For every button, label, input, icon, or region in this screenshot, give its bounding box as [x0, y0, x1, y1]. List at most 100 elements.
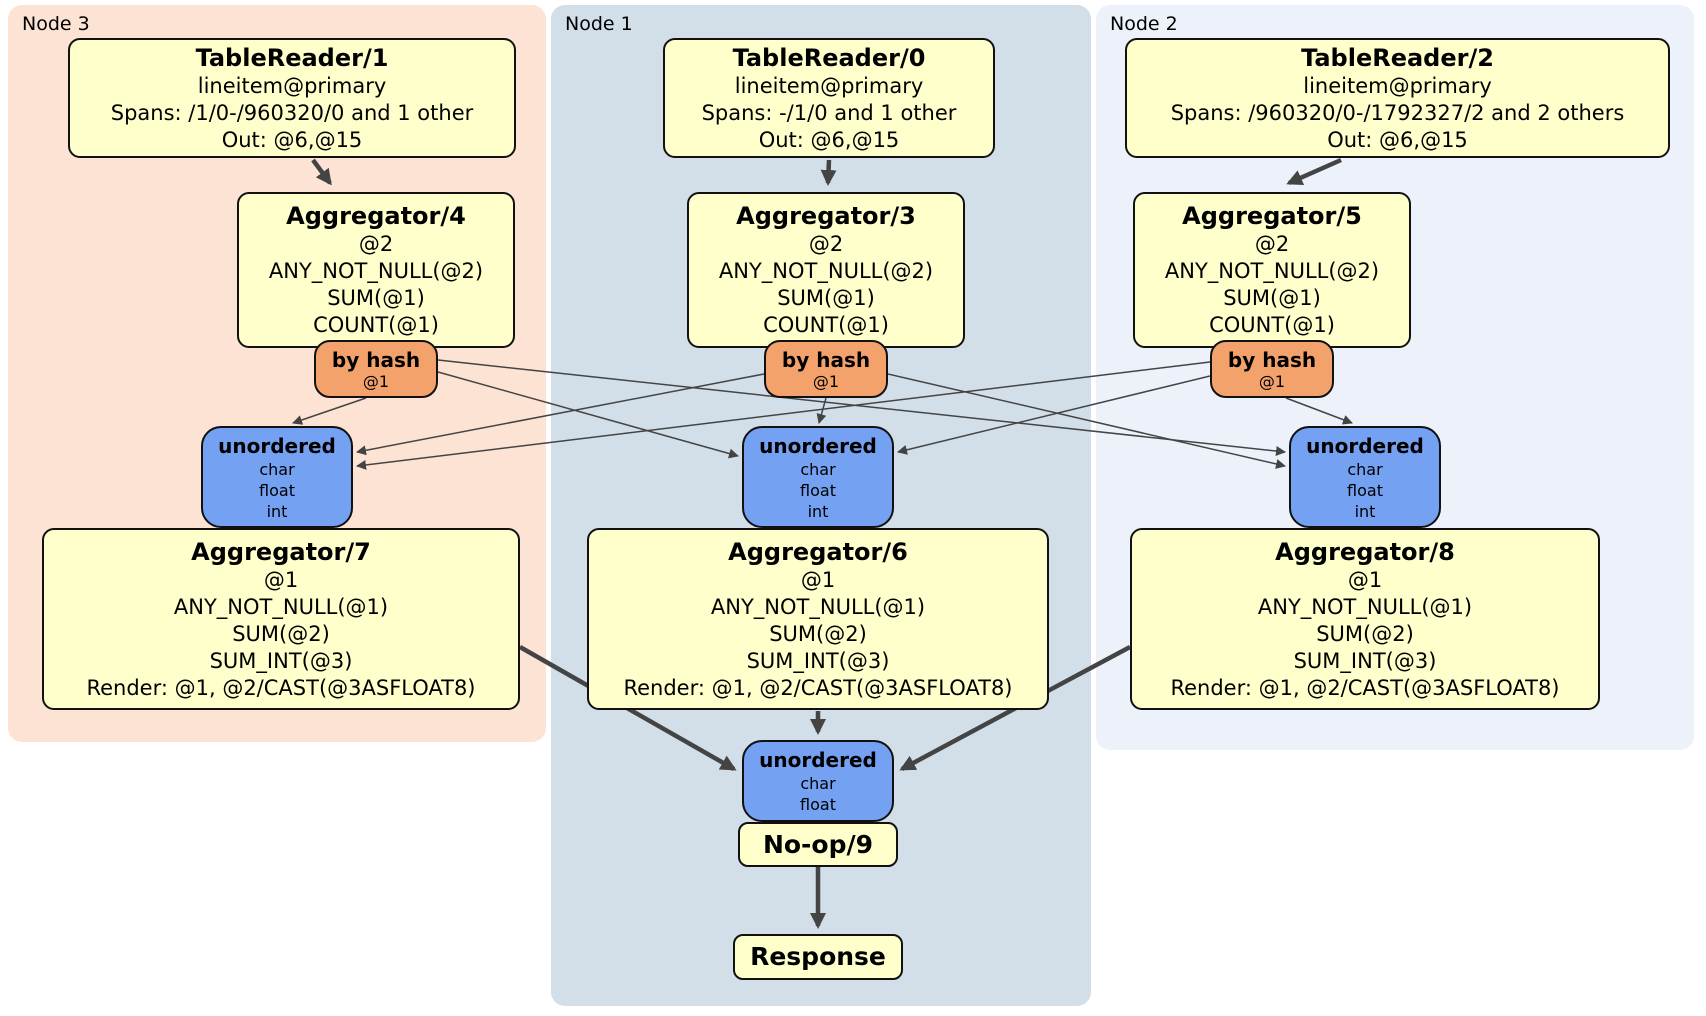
- aggregator-4-groupcol: @2: [358, 232, 394, 256]
- sync-title: unordered: [218, 433, 336, 458]
- tablereader-0-title: TableReader/0: [732, 43, 926, 72]
- aggregator-5-fn2: SUM(@1): [1223, 286, 1321, 310]
- edge-routerC-syncR: [887, 373, 1286, 469]
- tablereader-2-box: TableReader/2 lineitem@primary Spans: /9…: [1125, 38, 1670, 158]
- edge-routerL-syncC: [437, 371, 739, 459]
- aggregator-3-groupcol: @2: [808, 232, 844, 256]
- tablereader-2-out: Out: @6,@15: [1327, 127, 1468, 152]
- edge-routerR-syncR: [1285, 397, 1353, 425]
- aggregator-8-render: Render: @1, @2/CAST(@3ASFLOAT8): [1170, 675, 1560, 700]
- node1-hash-router: by hash @1: [764, 340, 888, 398]
- aggregator-7-fn2: SUM(@2): [232, 621, 330, 646]
- aggregator-5-groupcol: @2: [1254, 232, 1290, 256]
- edge-tr0-agg3: [820, 159, 837, 186]
- tablereader-1-title: TableReader/1: [195, 43, 389, 72]
- aggregator-4-fn2: SUM(@1): [327, 286, 425, 310]
- sync-column: int: [1354, 501, 1376, 521]
- aggregator-5-fn1: ANY_NOT_NULL(@2): [1164, 259, 1380, 283]
- aggregator-4-title: Aggregator/4: [286, 202, 466, 230]
- tablereader-1-box: TableReader/1 lineitem@primary Spans: /1…: [68, 38, 516, 158]
- edge-tr2-agg5: [1286, 157, 1342, 186]
- sync-title: unordered: [759, 433, 877, 458]
- aggregator-6-box: Aggregator/6 @1 ANY_NOT_NULL(@1) SUM(@2)…: [587, 528, 1049, 710]
- aggregator-8-fn1: ANY_NOT_NULL(@1): [1257, 594, 1473, 619]
- noop-title: No-op/9: [762, 829, 874, 859]
- response-title: Response: [750, 942, 886, 971]
- hash-router-key: @1: [1258, 371, 1286, 391]
- sync-column: char: [1347, 459, 1383, 479]
- sync-column: int: [266, 501, 288, 521]
- node2-hash-router: by hash @1: [1210, 340, 1334, 398]
- tablereader-0-index: lineitem@primary: [734, 73, 924, 98]
- aggregator-7-groupcol: @1: [263, 567, 299, 592]
- aggregator-7-title: Aggregator/7: [191, 537, 371, 566]
- aggregator-7-box: Aggregator/7 @1 ANY_NOT_NULL(@1) SUM(@2)…: [42, 528, 520, 710]
- sync-column: int: [807, 501, 829, 521]
- edge-routerC-syncC: [816, 397, 827, 424]
- tablereader-2-spans: Spans: /960320/0-/1792327/2 and 2 others: [1170, 100, 1625, 125]
- aggregator-5-fn3: COUNT(@1): [1209, 313, 1335, 337]
- aggregator-8-fn3: SUM_INT(@3): [1293, 648, 1437, 673]
- hash-router-key: @1: [812, 371, 840, 391]
- aggregator-4-box: Aggregator/4 @2 ANY_NOT_NULL(@2) SUM(@1)…: [237, 192, 515, 348]
- aggregator-3-box: Aggregator/3 @2 ANY_NOT_NULL(@2) SUM(@1)…: [687, 192, 965, 348]
- node1-unordered-sync: unordered char float int: [742, 426, 894, 528]
- edge-routerL-syncR: [437, 359, 1286, 456]
- node2-label: Node 2: [1110, 13, 1178, 35]
- edge-routerR-syncL: [356, 361, 1211, 470]
- aggregator-7-fn3: SUM_INT(@3): [209, 648, 353, 673]
- response-box: Response: [733, 934, 903, 980]
- edge-routerC-syncL: [356, 373, 765, 456]
- edge-routerR-syncC: [897, 375, 1211, 455]
- sync-column: char: [800, 774, 836, 793]
- aggregator-3-fn1: ANY_NOT_NULL(@2): [718, 259, 934, 283]
- aggregator-6-fn3: SUM_INT(@3): [746, 648, 890, 673]
- sync-title: unordered: [1306, 433, 1424, 458]
- aggregator-7-fn1: ANY_NOT_NULL(@1): [173, 594, 389, 619]
- sync-column: char: [800, 459, 836, 479]
- tablereader-1-spans: Spans: /1/0-/960320/0 and 1 other: [110, 100, 474, 125]
- aggregator-6-render: Render: @1, @2/CAST(@3ASFLOAT8): [623, 675, 1013, 700]
- tablereader-0-out: Out: @6,@15: [758, 127, 900, 152]
- aggregator-6-fn1: ANY_NOT_NULL(@1): [710, 594, 926, 619]
- sync-column: char: [259, 459, 295, 479]
- sync-column: float: [800, 480, 836, 500]
- tablereader-0-spans: Spans: -/1/0 and 1 other: [701, 100, 957, 125]
- node3-hash-router: by hash @1: [314, 340, 438, 398]
- aggregator-7-render: Render: @1, @2/CAST(@3ASFLOAT8): [86, 675, 476, 700]
- node1-label: Node 1: [565, 13, 633, 35]
- aggregator-5-title: Aggregator/5: [1182, 202, 1362, 230]
- aggregator-4-fn3: COUNT(@1): [313, 313, 439, 337]
- edge-tr1-agg4: [311, 158, 332, 186]
- aggregator-8-fn2: SUM(@2): [1316, 621, 1414, 646]
- aggregator-5-box: Aggregator/5 @2 ANY_NOT_NULL(@2) SUM(@1)…: [1133, 192, 1411, 348]
- aggregator-3-title: Aggregator/3: [736, 202, 916, 230]
- aggregator-6-groupcol: @1: [800, 567, 836, 592]
- aggregator-3-fn2: SUM(@1): [777, 286, 875, 310]
- aggregator-6-fn2: SUM(@2): [769, 621, 867, 646]
- aggregator-8-groupcol: @1: [1347, 567, 1383, 592]
- node3-label: Node 3: [22, 13, 90, 35]
- aggregator-4-fn1: ANY_NOT_NULL(@2): [268, 259, 484, 283]
- hash-router-key: @1: [362, 371, 390, 391]
- sync-column: float: [259, 480, 295, 500]
- final-unordered-sync: unordered char float: [742, 740, 894, 822]
- noop-box: No-op/9: [738, 822, 898, 867]
- aggregator-8-box: Aggregator/8 @1 ANY_NOT_NULL(@1) SUM(@2)…: [1130, 528, 1600, 710]
- tablereader-0-box: TableReader/0 lineitem@primary Spans: -/…: [663, 38, 995, 158]
- aggregator-6-title: Aggregator/6: [728, 537, 908, 566]
- tablereader-2-title: TableReader/2: [1301, 43, 1494, 72]
- node3-unordered-sync: unordered char float int: [201, 426, 353, 528]
- sync-title: unordered: [759, 748, 877, 772]
- tablereader-1-out: Out: @6,@15: [221, 127, 363, 152]
- hash-router-title: by hash: [331, 347, 421, 372]
- hash-router-title: by hash: [1227, 347, 1317, 372]
- tablereader-1-index: lineitem@primary: [197, 73, 387, 98]
- sync-column: float: [1347, 480, 1383, 500]
- aggregator-3-fn3: COUNT(@1): [763, 313, 889, 337]
- hash-router-title: by hash: [781, 347, 871, 372]
- node2-unordered-sync: unordered char float int: [1289, 426, 1441, 528]
- sync-column: float: [800, 795, 836, 814]
- edge-routerL-syncL: [292, 397, 367, 425]
